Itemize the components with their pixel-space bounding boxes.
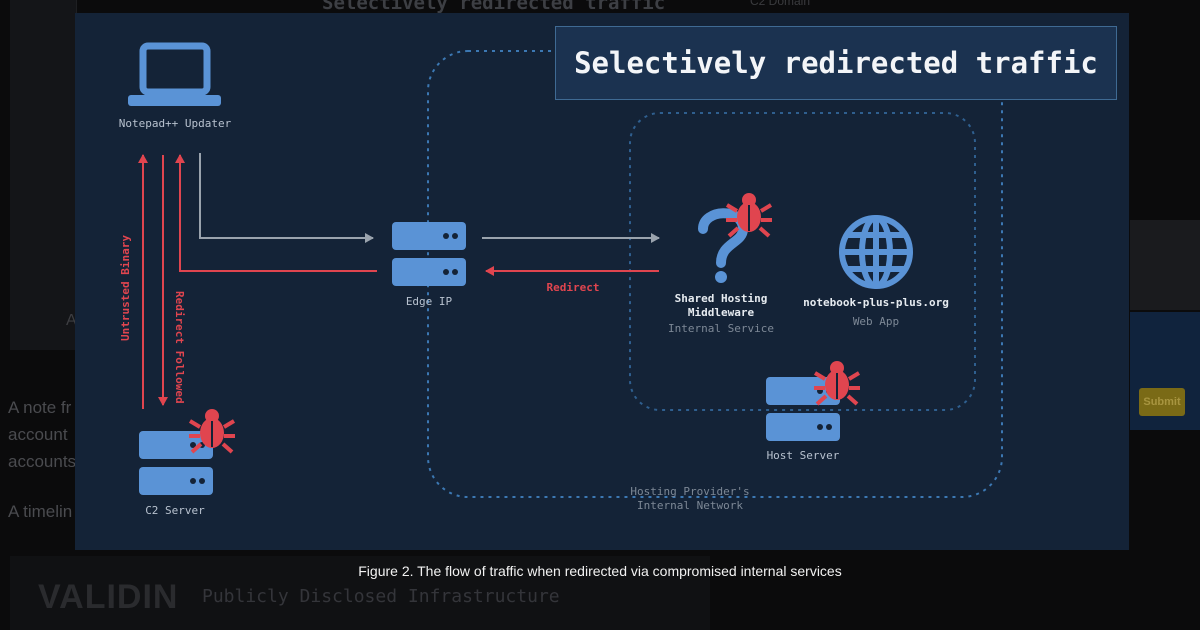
bug-icon — [813, 361, 861, 406]
background-fragment: A — [66, 312, 77, 329]
background-text-line: A timelin — [8, 502, 73, 521]
redirect-arrow-edge-to-updater — [175, 154, 377, 272]
background-left-panel — [10, 0, 77, 350]
background-text-line: account — [8, 425, 68, 444]
middleware-label-line1: Shared Hosting — [674, 292, 768, 305]
network-label-line2: Internal Network — [637, 499, 743, 512]
background-text-line: A note fr — [8, 398, 72, 417]
background-right-panel — [1130, 220, 1200, 310]
diagram-title-box: Selectively redirected traffic — [555, 26, 1117, 100]
figure-caption: Figure 2. The flow of traffic when redir… — [358, 563, 842, 579]
question-mark-icon — [698, 208, 749, 283]
diagram-title: Selectively redirected traffic — [574, 46, 1098, 80]
webapp-sublabel: Web App — [852, 315, 900, 328]
background-submit-button[interactable]: Submit — [1139, 388, 1185, 416]
untrusted-binary-label: Untrusted Binary — [119, 235, 132, 341]
webapp-label: notebook-plus-plus.org — [803, 296, 949, 309]
network-label-line1: Hosting Provider's — [630, 485, 750, 498]
middleware-sublabel: Internal Service — [668, 322, 774, 335]
edge-server-icon — [392, 222, 466, 286]
request-arrow-updater-to-edge — [199, 153, 374, 243]
redirect-followed-label: Redirect Followed — [173, 291, 186, 404]
updater-label: Notepad++ Updater — [118, 117, 232, 130]
background-logo: VALIDIN — [38, 578, 179, 616]
laptop-icon — [128, 42, 221, 106]
diagram-graphics — [128, 42, 1003, 498]
diagram-figure: Selectively redirected traffic Notepad++… — [75, 13, 1129, 550]
background-top-title: Selectively redirected traffic — [322, 0, 666, 14]
redirect-label: Redirect — [546, 281, 600, 294]
background-bottom-panel — [10, 556, 710, 630]
c2-server-label: C2 Server — [145, 504, 205, 517]
bug-icon — [188, 409, 236, 454]
host-server-label: Host Server — [766, 449, 840, 462]
background-text-line: accounts — [8, 452, 77, 471]
background-top-right-text: C2 Domain — [750, 0, 811, 8]
provider-network-boundary — [427, 50, 1003, 498]
background-disclosed-heading: Publicly Disclosed Infrastructure — [202, 586, 560, 607]
internal-service-boundary — [629, 112, 976, 411]
bug-icon — [725, 193, 773, 238]
globe-icon — [839, 215, 913, 289]
edge-ip-label: Edge IP — [405, 295, 453, 308]
middleware-label-line2: Middleware — [687, 306, 755, 319]
